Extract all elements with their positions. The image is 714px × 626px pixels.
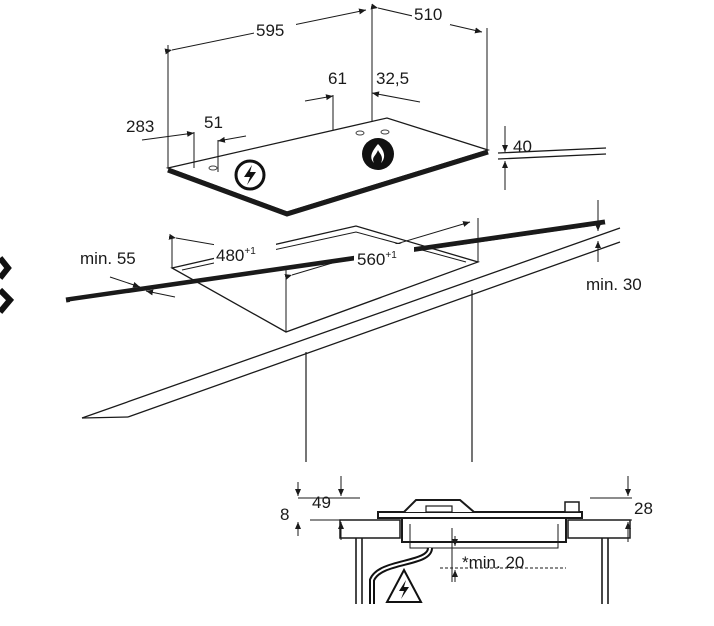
worktop-front-edge	[81, 227, 621, 419]
control-knob	[564, 501, 580, 513]
offset-top-a-label: 61	[328, 69, 347, 88]
clearance-label: *min. 20	[462, 553, 524, 572]
cutout-depth-label: 480+1	[216, 246, 256, 265]
worktop	[65, 218, 621, 462]
front-gap-label: min. 55	[80, 249, 136, 268]
dimension-labels: 595 510 283 51 61 32,5 40 480+1 560+1 mi…	[80, 3, 653, 572]
overall-height-label: 49	[312, 493, 331, 512]
offset-left-a-label: 283	[126, 117, 154, 136]
cutout-width-label: 560+1	[357, 250, 397, 269]
hob-height-label: 40	[513, 137, 532, 156]
hob-thick-edge	[167, 149, 489, 217]
hob-flange	[377, 511, 583, 519]
flange-height-label: 8	[280, 505, 289, 524]
electric-hazard-icon	[385, 567, 423, 603]
hob-width-label: 595	[256, 21, 284, 40]
below-height-label: 28	[634, 499, 653, 518]
right-worktop-slab	[567, 519, 631, 539]
hob-depth-label: 510	[414, 5, 442, 24]
electric-hazard-icon	[234, 159, 266, 191]
cropped-mark	[0, 256, 15, 314]
hob-knob-markers	[208, 129, 390, 171]
section-dimension-lines	[295, 476, 631, 582]
gas-flame-icon	[362, 138, 394, 170]
hob-body	[401, 518, 567, 543]
offset-left-b-label: 51	[204, 113, 223, 132]
worktop-thickness-label: min. 30	[586, 275, 642, 294]
section-view	[298, 497, 632, 604]
offset-top-b-label: 32,5	[376, 69, 409, 88]
left-worktop-slab	[339, 519, 401, 539]
